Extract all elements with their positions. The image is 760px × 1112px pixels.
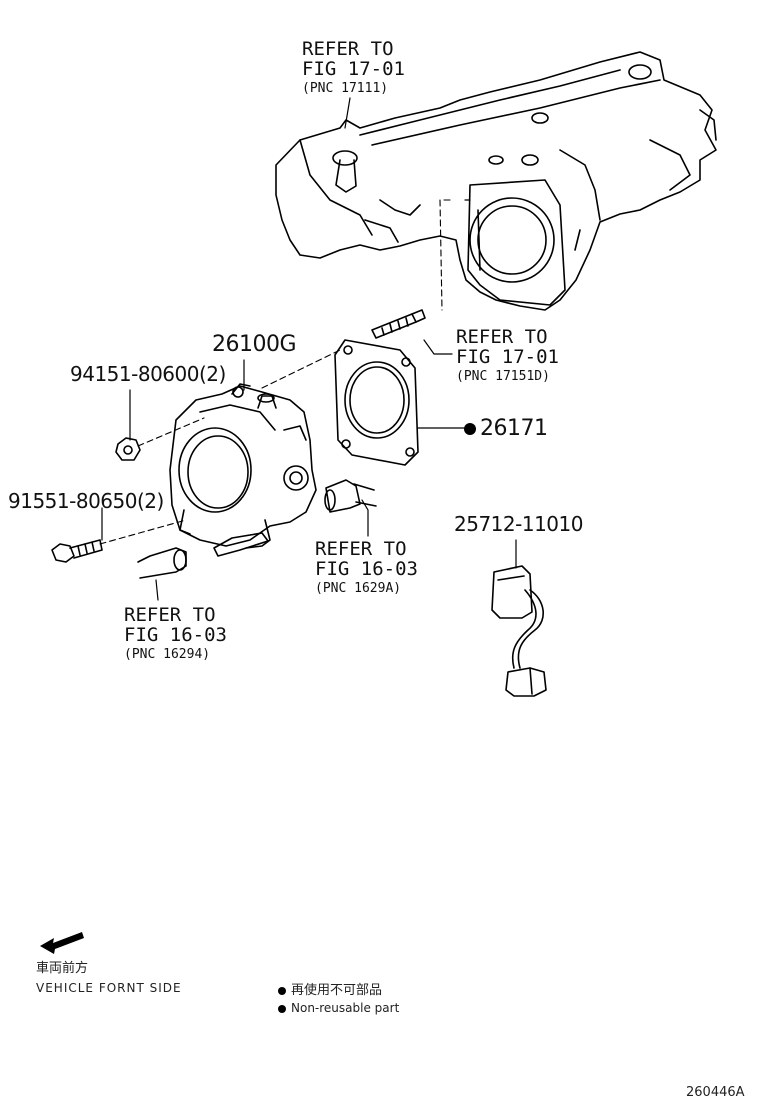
vehicle-front-arrow-icon <box>40 932 84 954</box>
intake-manifold <box>275 51 717 311</box>
hose-right-ref-line3: (PNC 1629A) <box>315 581 402 596</box>
wire-harness <box>491 565 547 697</box>
hose-left <box>137 547 187 579</box>
figure-id: 260446A <box>686 1085 745 1100</box>
hose-left-ref-line3: (PNC 16294) <box>124 647 211 662</box>
legend-nonreusable-en-text: Non-reusable part <box>291 1001 400 1015</box>
manifold-ref-line3: (PNC 17111) <box>302 81 389 96</box>
part-number-gasket-label: 26171 <box>480 416 548 441</box>
stud-reference: REFER TO FIG 17-01 (PNC 17151D) <box>456 326 559 384</box>
legend-dot-icon <box>278 986 286 995</box>
legend-nonreusable-jp: 再使用不可部品 <box>278 984 382 997</box>
nonreusable-dot-icon <box>464 423 476 435</box>
hose-right-reference: REFER TO FIG 16-03 (PNC 1629A) <box>315 538 418 596</box>
hose-right-ref-line1: REFER TO <box>315 538 407 560</box>
alignment-lines <box>99 199 451 545</box>
direction-label-en: VEHICLE FORNT SIDE <box>36 981 182 995</box>
leader-lines <box>101 97 517 601</box>
manifold-ref-line2: FIG 17-01 <box>302 58 405 80</box>
flange-bolt <box>51 539 103 563</box>
manifold-ref-line1: REFER TO <box>302 38 394 60</box>
part-number-throttle-body[interactable]: 26100G <box>212 332 297 357</box>
part-number-wire-harness[interactable]: 25712-11010 <box>454 512 583 536</box>
stud-ref-line2: FIG 17-01 <box>456 346 559 368</box>
hose-left-ref-line1: REFER TO <box>124 604 216 626</box>
gasket <box>334 339 419 466</box>
legend-dot-icon-2 <box>278 1004 286 1013</box>
legend-nonreusable-jp-text: 再使用不可部品 <box>291 983 383 998</box>
manifold-reference: REFER TO FIG 17-01 (PNC 17111) <box>302 38 405 96</box>
flange-nut <box>115 437 141 461</box>
part-number-gasket[interactable]: 26171 <box>464 418 548 440</box>
hose-left-reference: REFER TO FIG 16-03 (PNC 16294) <box>124 604 227 662</box>
stud-ref-line1: REFER TO <box>456 326 548 348</box>
direction-label-jp: 車両前方 <box>36 961 89 976</box>
throttle-body <box>169 383 317 557</box>
legend-nonreusable-en: Non-reusable part <box>278 1002 399 1014</box>
hose-right <box>324 479 377 513</box>
stud-ref-line3: (PNC 17151D) <box>456 369 550 384</box>
hose-right-ref-line2: FIG 16-03 <box>315 558 418 580</box>
stud-bolt <box>371 309 426 339</box>
hose-left-ref-line2: FIG 16-03 <box>124 624 227 646</box>
part-number-nut[interactable]: 94151-80600(2) <box>70 362 226 386</box>
part-number-bolt[interactable]: 91551-80650(2) <box>8 489 164 513</box>
